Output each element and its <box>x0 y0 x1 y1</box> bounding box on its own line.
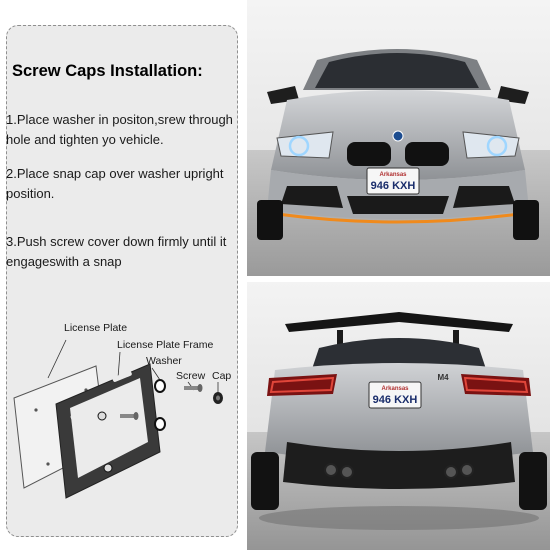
instructions-heading: Screw Caps Installation: <box>12 62 203 80</box>
diagram-label-license-plate: License Plate <box>64 322 128 334</box>
frame-hole <box>97 411 107 421</box>
screw-shape <box>120 412 139 420</box>
diagram-label-cap: Cap <box>212 370 232 382</box>
plate-hole <box>46 462 50 466</box>
washer-shape <box>154 379 166 393</box>
diagram-label-washer: Washer <box>146 355 182 367</box>
diagram-label-screw: Screw <box>176 370 206 382</box>
washer-shape <box>154 417 166 431</box>
front-plate-number: 946 KXH <box>371 180 416 192</box>
rear-model-badge: M4 <box>437 373 449 382</box>
plate-hole <box>34 408 38 412</box>
front-plate-state: Arkansas <box>379 172 407 178</box>
frame-hole <box>103 463 113 473</box>
rear-car-photo: M4 Arkansas 946 KXH <box>247 282 550 550</box>
leader-line-frame <box>117 351 121 379</box>
front-car-photo: Arkansas 946 KXH <box>247 0 550 276</box>
installation-diagram <box>13 339 223 499</box>
frame-slot <box>70 409 90 420</box>
leader-line-washer <box>151 367 161 381</box>
instruction-step-2: 2.Place snap cap over washer upright pos… <box>6 166 224 201</box>
rear-plate-state: Arkansas <box>381 386 409 392</box>
frame-opening <box>70 378 148 478</box>
cap-shape <box>216 395 220 401</box>
leader-line-plate <box>47 339 67 379</box>
rear-plate-number: 946 KXH <box>373 394 418 406</box>
instruction-step-1: 1.Place washer in positon,srew through h… <box>6 112 233 147</box>
instruction-step-3: 3.Push screw cover down firmly until it … <box>6 234 227 269</box>
frame-slot <box>112 371 132 382</box>
diagram-label-license-plate-frame: License Plate Frame <box>117 339 214 351</box>
screw-shape <box>184 384 203 392</box>
